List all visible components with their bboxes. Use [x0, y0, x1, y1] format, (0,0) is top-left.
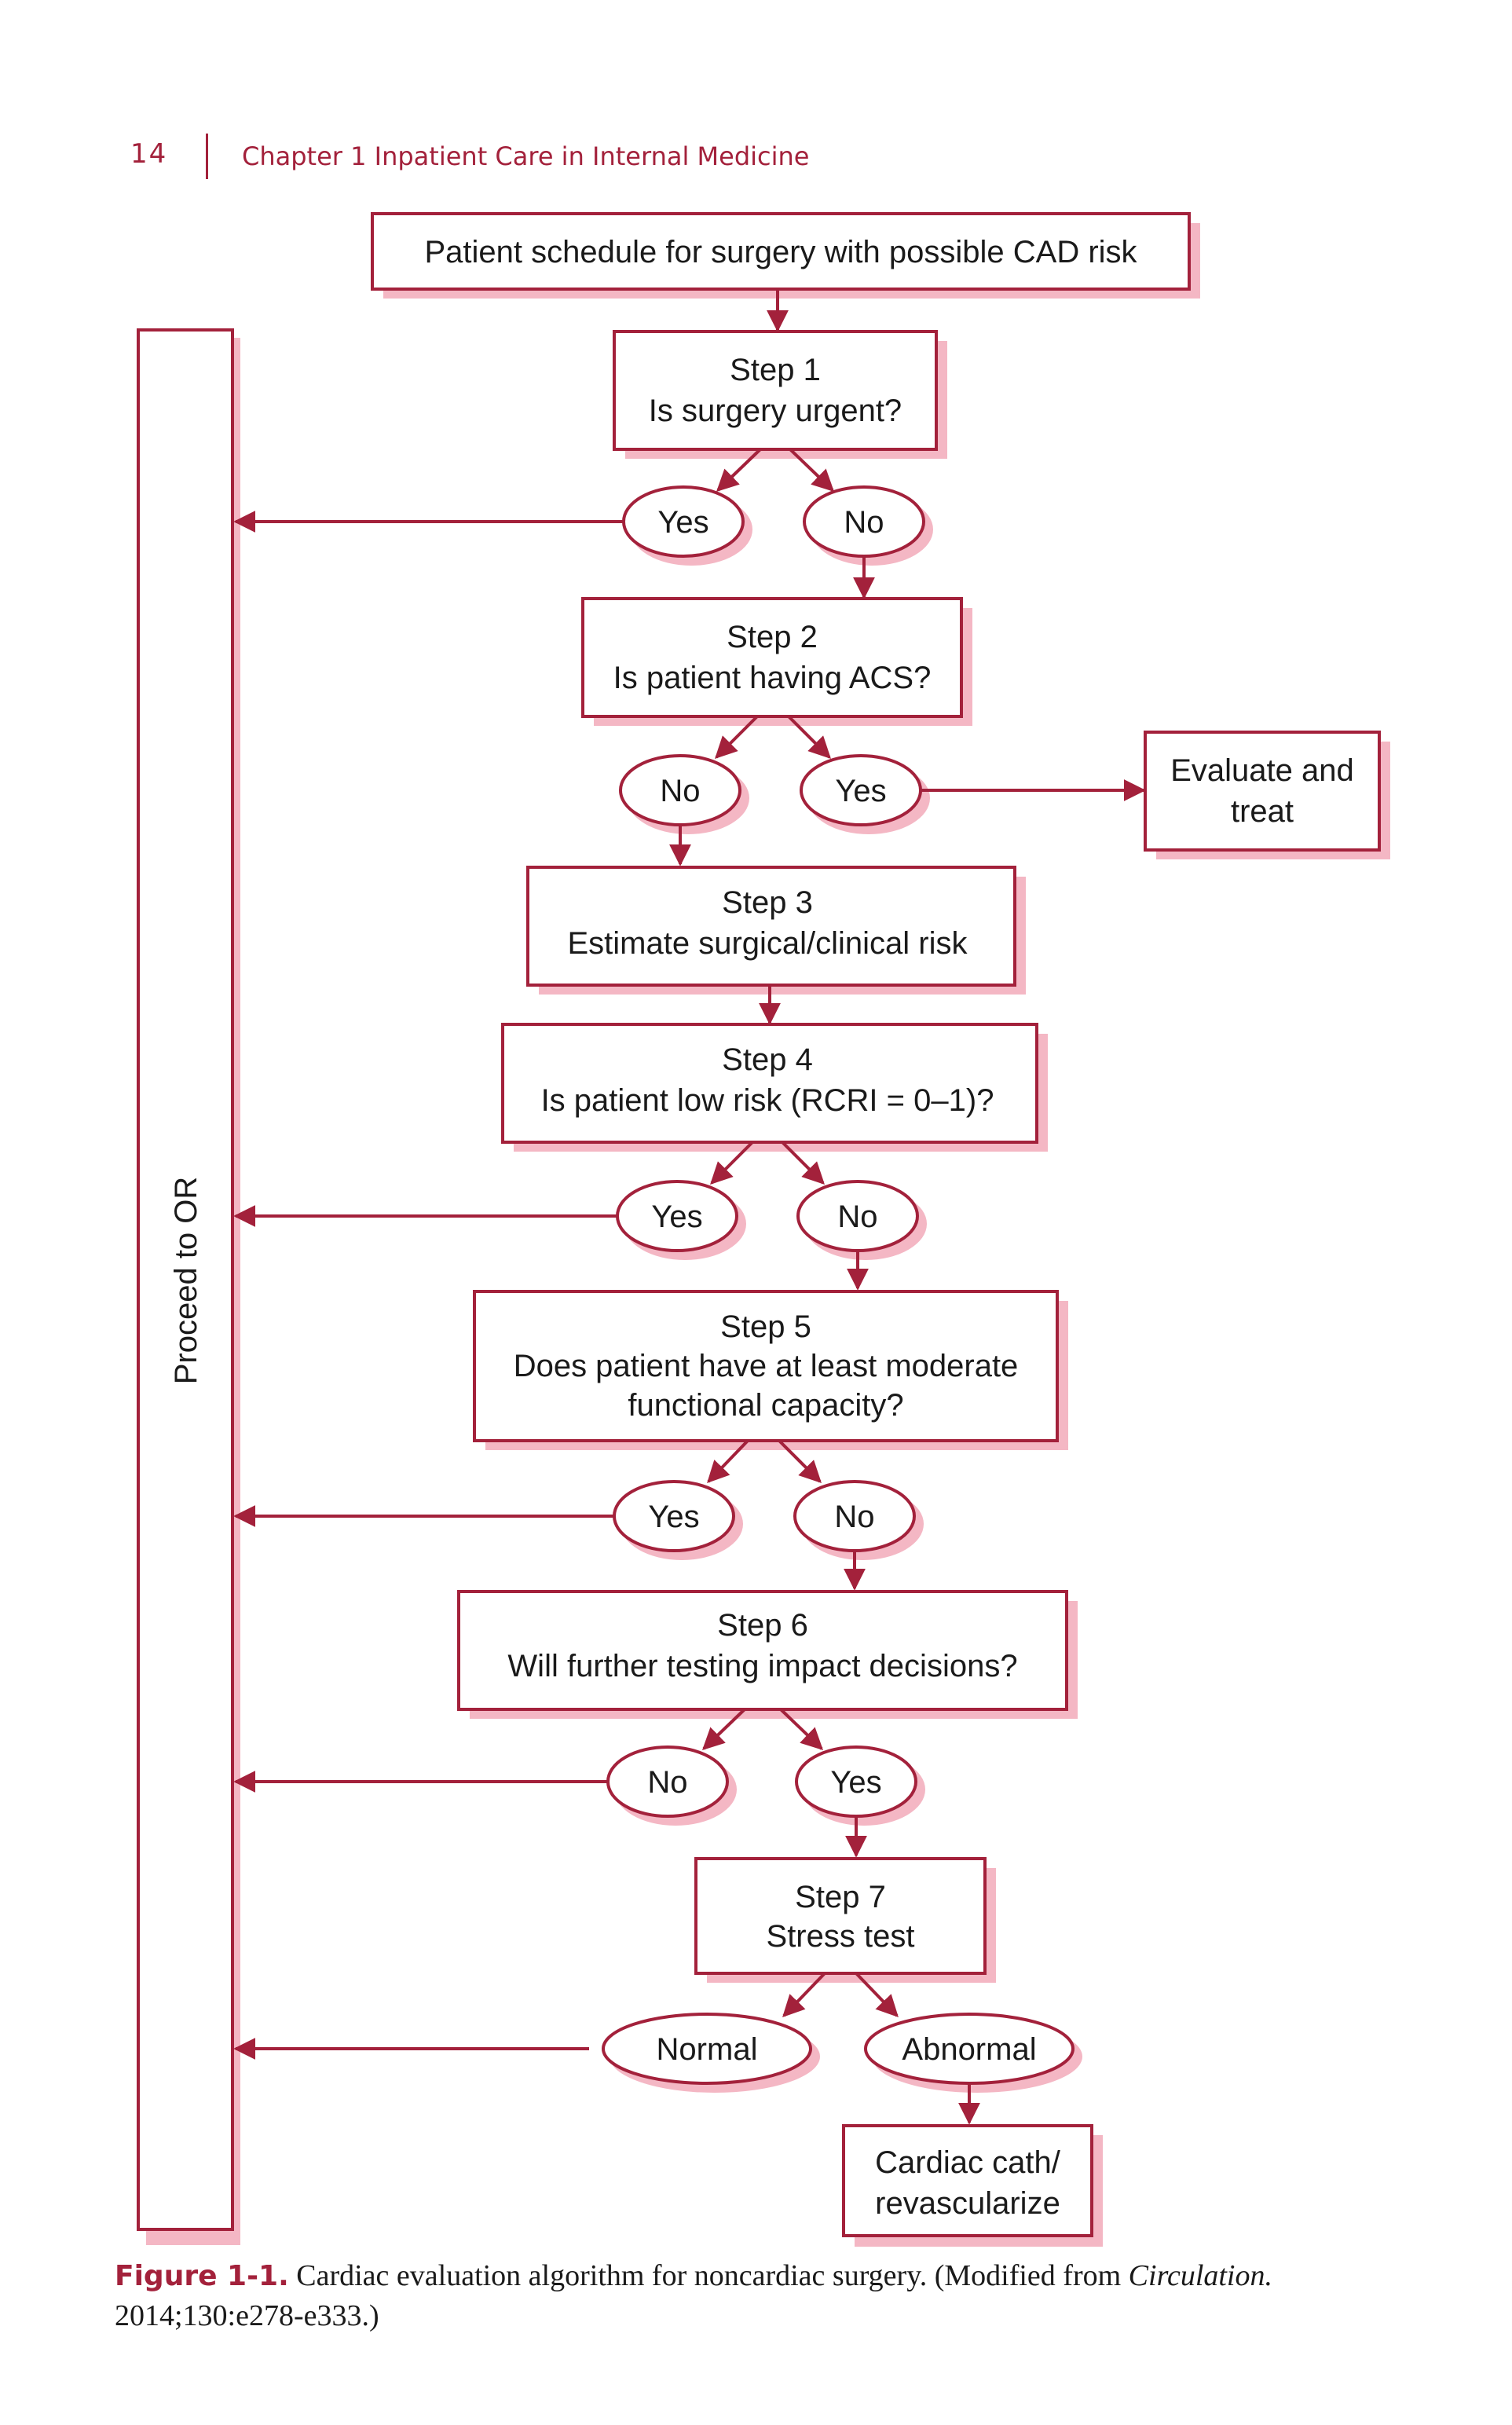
page-header: 14 Chapter 1 Inpatient Care in Internal …: [0, 134, 1512, 185]
start-box: Patient schedule for surgery with possib…: [371, 212, 1200, 299]
header-divider: [206, 134, 208, 179]
step1-no-oval: No: [803, 485, 933, 566]
step1-box: Step 1 Is surgery urgent?: [613, 330, 947, 459]
step4-no-oval: No: [796, 1180, 927, 1260]
step2-yes-label: Yes: [835, 774, 886, 808]
proceed-to-or-bar: Proceed to OR: [137, 328, 240, 2245]
step4-question: Is patient low risk (RCRI = 0–1)?: [541, 1083, 994, 1118]
step6-question: Will further testing impact decisions?: [507, 1649, 1017, 1683]
cardiac-cath-line2: revascularize: [875, 2186, 1060, 2221]
step1-title: Step 1: [730, 353, 821, 387]
cardiac-evaluation-flowchart: Proceed to OR Patient schedule for surge…: [137, 212, 1390, 2247]
caption-journal: Circulation.: [1128, 2259, 1272, 2292]
step1-no-label: No: [844, 505, 884, 540]
step2-box: Step 2 Is patient having ACS?: [581, 597, 972, 726]
step4-title: Step 4: [722, 1042, 813, 1077]
step2-no-label: No: [660, 774, 700, 808]
step5-yes-oval: Yes: [613, 1480, 743, 1560]
evaluate-line1: Evaluate and: [1170, 753, 1354, 788]
step6-yes-oval: Yes: [795, 1745, 925, 1826]
step5-title: Step 5: [720, 1310, 811, 1344]
step7-title: Step 7: [795, 1880, 886, 1914]
step6-no-oval: No: [606, 1745, 737, 1826]
step4-yes-oval: Yes: [616, 1180, 746, 1260]
start-text: Patient schedule for surgery with possib…: [424, 235, 1137, 269]
step6-no-label: No: [647, 1765, 687, 1800]
step7-abnormal-label: Abnormal: [902, 2032, 1036, 2067]
step5-yes-label: Yes: [648, 1500, 699, 1534]
step7-box: Step 7 Stress test: [694, 1857, 996, 1983]
caption-text: Cardiac evaluation algorithm for noncard…: [296, 2259, 1122, 2292]
step6-yes-label: Yes: [830, 1765, 881, 1800]
step2-question: Is patient having ACS?: [613, 661, 932, 695]
step6-title: Step 6: [717, 1608, 808, 1643]
step3-text: Estimate surgical/clinical risk: [567, 926, 968, 961]
step7-abnormal-oval: Abnormal: [864, 2013, 1082, 2093]
step5-question-line2: functional capacity?: [628, 1388, 903, 1423]
step2-title: Step 2: [727, 620, 818, 654]
step1-yes-oval: Yes: [622, 485, 752, 566]
running-head: Chapter 1 Inpatient Care in Internal Med…: [242, 141, 810, 171]
step3-title: Step 3: [722, 885, 813, 920]
step7-normal-oval: Normal: [602, 2013, 820, 2093]
evaluate-and-treat-box: Evaluate and treat: [1144, 731, 1390, 859]
step7-normal-label: Normal: [657, 2032, 758, 2067]
step4-no-label: No: [837, 1200, 877, 1234]
step5-no-oval: No: [793, 1480, 924, 1560]
step2-no-oval: No: [619, 754, 749, 834]
step6-box: Step 6 Will further testing impact decis…: [457, 1590, 1078, 1719]
figure-caption: Figure 1-1. Cardiac evaluation algorithm…: [115, 2256, 1403, 2335]
step5-no-label: No: [834, 1500, 874, 1534]
evaluate-line2: treat: [1231, 794, 1294, 829]
step2-yes-oval: Yes: [800, 754, 930, 834]
step4-box: Step 4 Is patient low risk (RCRI = 0–1)?: [501, 1023, 1048, 1152]
step3-box: Step 3 Estimate surgical/clinical risk: [526, 866, 1026, 995]
step1-yes-label: Yes: [657, 505, 708, 540]
page-number: 14: [130, 138, 168, 170]
step5-box: Step 5 Does patient have at least modera…: [473, 1290, 1068, 1450]
caption-citation: 2014;130:e278-e333.): [115, 2299, 379, 2332]
step1-question: Is surgery urgent?: [649, 394, 902, 428]
figure-label: Figure 1-1.: [115, 2260, 289, 2292]
step5-question-line1: Does patient have at least moderate: [514, 1349, 1019, 1383]
step4-yes-label: Yes: [651, 1200, 702, 1234]
step7-text: Stress test: [767, 1919, 915, 1954]
proceed-to-or-label: Proceed to OR: [169, 1177, 203, 1385]
cardiac-cath-box: Cardiac cath/ revascularize: [842, 2124, 1103, 2247]
cardiac-cath-line1: Cardiac cath/: [875, 2145, 1061, 2180]
